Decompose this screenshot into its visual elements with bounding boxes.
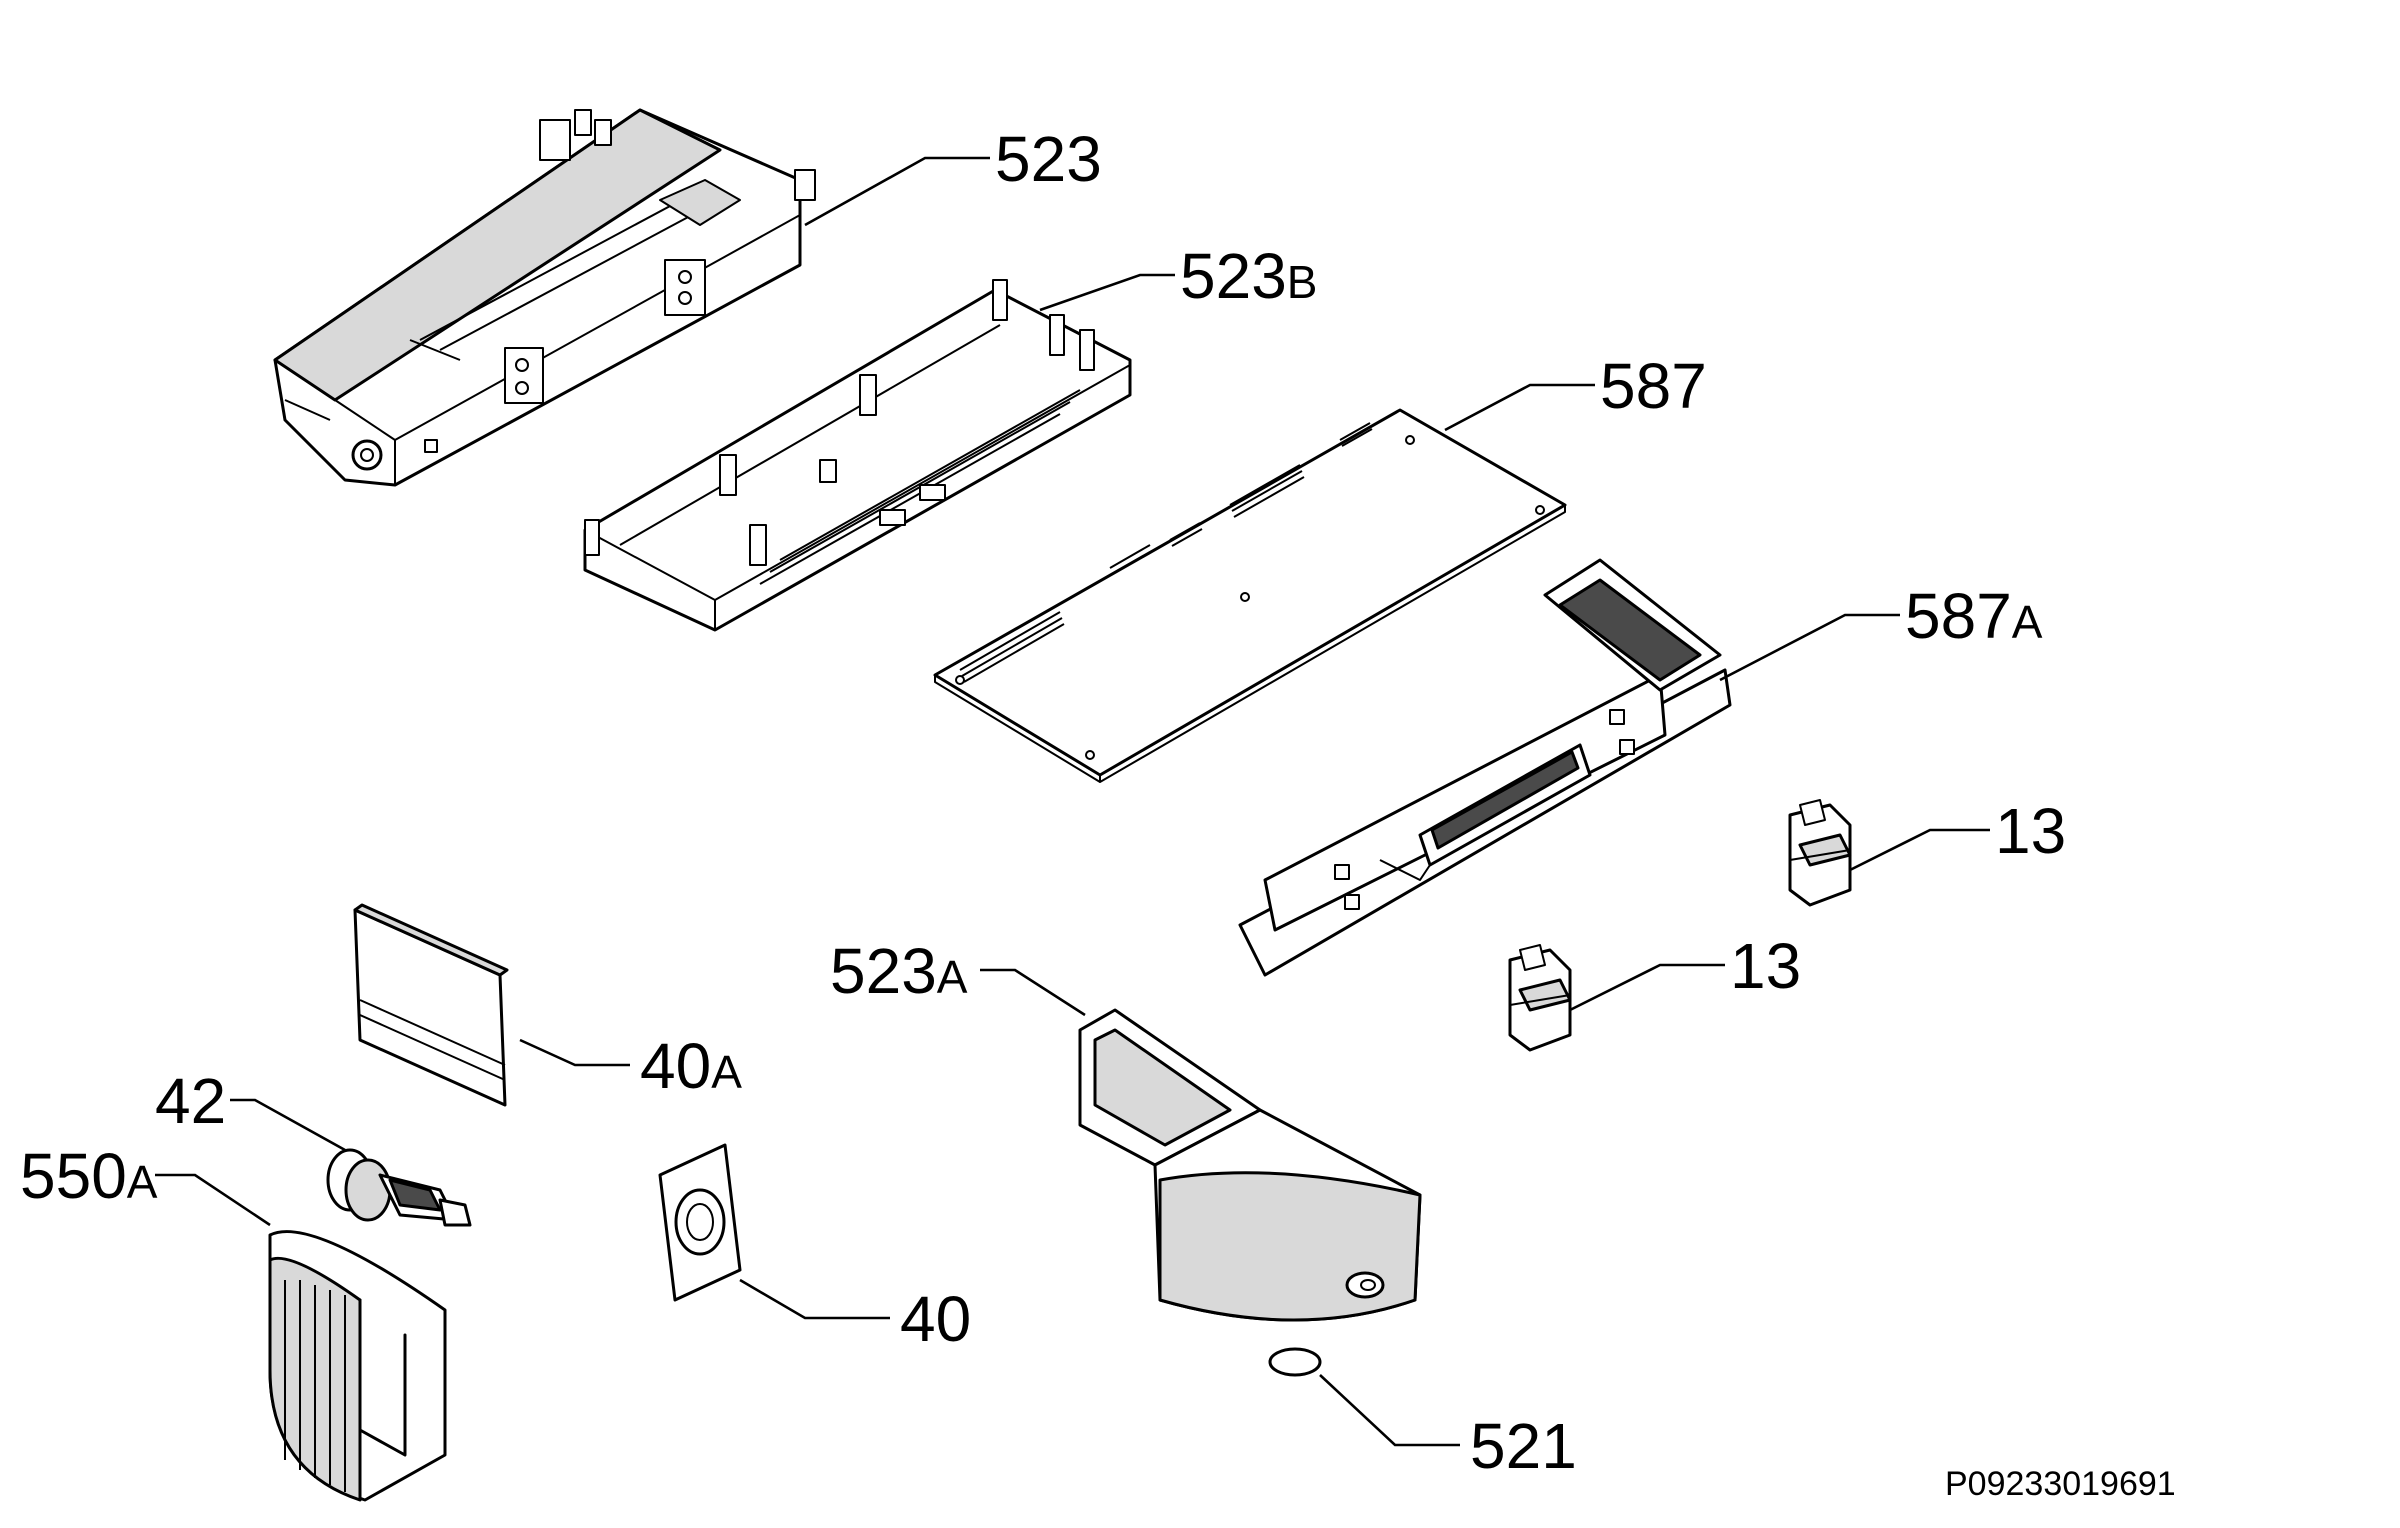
leader-13b (1569, 963, 1725, 1012)
callout-523a: 523A (830, 935, 968, 1007)
leader-42 (230, 1098, 346, 1152)
part-523b-tray (583, 279, 1132, 632)
callout-42: 42 (155, 1065, 226, 1137)
part-550a-lampcover (268, 1230, 447, 1502)
leader-587 (1444, 383, 1595, 432)
reference-code: P09233019691 (1945, 1465, 2176, 1503)
leader-13a (1849, 828, 1990, 872)
part-42-lampholder (326, 1148, 472, 1227)
leader-523b (1039, 273, 1175, 312)
part-40a-strip (353, 903, 509, 1107)
callout-labels: 523 523B 587 587A 13 13 523A 40A 42 550A… (20, 123, 2066, 1482)
part-587-board (933, 408, 1567, 783)
callout-40: 40 (900, 1283, 971, 1355)
leader-40a (519, 1038, 630, 1067)
callout-13-upper: 13 (1995, 795, 2066, 867)
part-40-gasket (658, 1143, 742, 1302)
leader-523a (980, 968, 1086, 1017)
leader-550a (155, 1173, 271, 1227)
callout-40a: 40A (640, 1030, 742, 1102)
leader-lines (155, 156, 1990, 1447)
leader-523 (804, 156, 990, 227)
callout-550a: 550A (20, 1140, 158, 1212)
part-587a-module (1238, 558, 1732, 977)
part-13-clip-upper (1788, 799, 1852, 907)
callout-523b: 523B (1180, 240, 1317, 312)
leader-587a (1719, 613, 1900, 682)
leader-521 (1319, 1374, 1460, 1447)
callout-13-lower: 13 (1730, 930, 1801, 1002)
part-13-clip-lower (1508, 944, 1572, 1052)
leader-40 (739, 1278, 890, 1320)
callout-587a: 587A (1905, 580, 2043, 652)
callout-523: 523 (995, 123, 1102, 195)
part-523-housing (273, 108, 816, 487)
callout-521: 521 (1470, 1410, 1577, 1482)
part-523a-cover (1078, 1008, 1422, 1322)
callout-587: 587 (1600, 350, 1707, 422)
part-521-ring (1268, 1347, 1322, 1377)
